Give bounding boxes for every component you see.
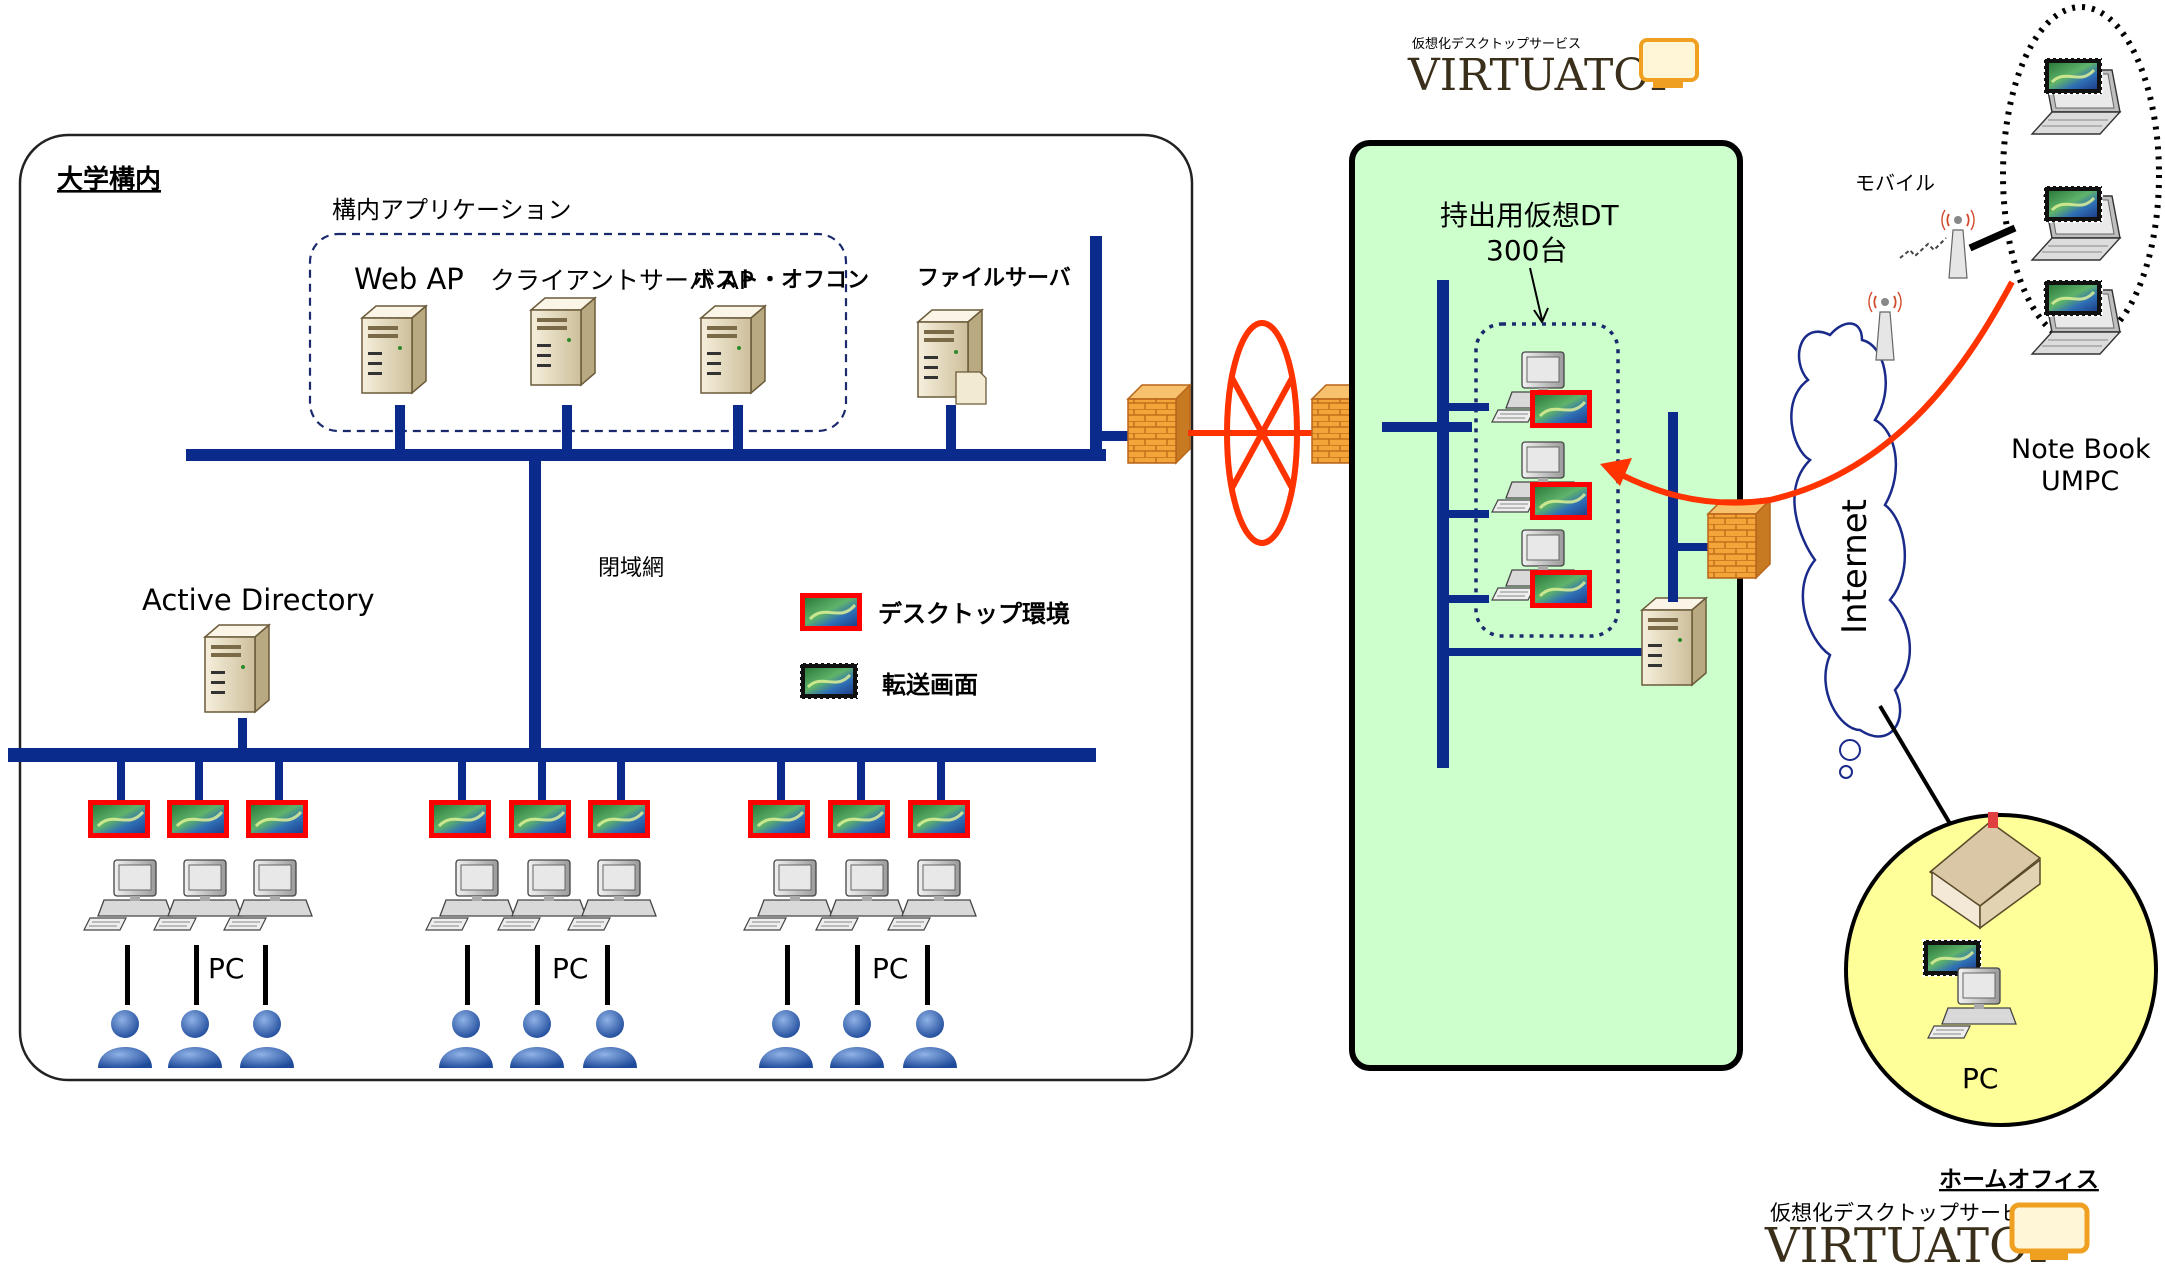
app-group-label: 構内アプリケーション bbox=[332, 196, 572, 224]
vdt-label-line1: 持出用仮想DT bbox=[1440, 199, 1620, 232]
internet-cloud: Internet bbox=[1790, 322, 1911, 779]
closed-network-trunk bbox=[529, 455, 541, 755]
host-office-label: ホスト・オフコン bbox=[693, 268, 869, 293]
brand-subtitle: 仮想化デスクトップサービス bbox=[1412, 36, 1581, 52]
pc-cluster-3: PC bbox=[743, 760, 977, 1068]
web-ap-label: Web AP bbox=[354, 262, 464, 296]
pc-label: PC bbox=[208, 952, 244, 985]
vdt-label-line2: 300台 bbox=[1486, 234, 1567, 267]
legend: デスクトップ環境 転送画面 bbox=[798, 591, 1070, 701]
home-pc-label: PC bbox=[1962, 1062, 1998, 1095]
wireless-signal-icon bbox=[1899, 237, 1947, 259]
virtual-desktop-2-screen bbox=[1528, 480, 1594, 522]
brand-name: VIRTUATOP bbox=[1407, 50, 1679, 101]
legend-transfer-screen-label: 転送画面 bbox=[882, 671, 978, 699]
active-directory-label: Active Directory bbox=[142, 583, 375, 617]
internet-firewall-icon bbox=[1707, 499, 1771, 579]
campus-boundary bbox=[18, 133, 1194, 1082]
remote-access-arrow bbox=[1610, 280, 2015, 506]
app-group-box bbox=[308, 232, 848, 433]
legend-transfer-screen-icon bbox=[798, 661, 860, 701]
client-server-ap-label: クライアントサーバ AP bbox=[490, 266, 754, 295]
active-directory-server-icon bbox=[204, 624, 270, 713]
mobile-label: モバイル bbox=[1855, 171, 1935, 195]
brand-subtitle: 仮想化デスクトップサービス bbox=[1770, 1201, 2043, 1225]
brand-logo-bottom: 仮想化デスクトップサービス VIRTUATOP bbox=[1764, 1201, 2090, 1266]
pc-cluster-2: PC bbox=[425, 760, 657, 1068]
closed-circuit-icon bbox=[1224, 320, 1300, 546]
uplink-to-firewall bbox=[1100, 431, 1146, 441]
legend-desktop-env-label: デスクトップ環境 bbox=[878, 600, 1070, 628]
datacenter-vertical-lan bbox=[1437, 280, 1449, 768]
notebook-label-line1: Note Book bbox=[2011, 434, 2151, 465]
home-link bbox=[1878, 704, 1957, 834]
file-server-icon bbox=[917, 309, 987, 405]
house-icon bbox=[1928, 812, 2042, 930]
campus-title: 大学構内 bbox=[57, 164, 161, 195]
internet-label: Internet bbox=[1835, 499, 1875, 634]
home-office-label: ホームオフィス bbox=[1939, 1167, 2099, 1193]
transfer-screen-icon bbox=[2042, 278, 2104, 318]
host-office-server-icon bbox=[700, 305, 766, 394]
upper-vertical-link bbox=[1090, 236, 1102, 459]
lower-backbone bbox=[8, 748, 1096, 762]
closed-network-label: 閉域網 bbox=[598, 556, 664, 581]
client-server-ap-server-icon bbox=[530, 297, 596, 386]
transfer-screen-icon bbox=[2042, 56, 2104, 96]
home-office-circle bbox=[1844, 813, 2158, 1127]
virtual-desktop-1-screen bbox=[1528, 388, 1594, 430]
web-ap-server-icon bbox=[361, 305, 427, 394]
pc-label: PC bbox=[552, 952, 588, 985]
pc-cluster-1: PC bbox=[83, 760, 313, 1068]
pc-label: PC bbox=[872, 952, 908, 985]
notebook-group bbox=[2000, 4, 2162, 346]
antenna-icon bbox=[1941, 209, 1975, 279]
datacenter-server-icon bbox=[1641, 597, 1707, 686]
upper-backbone bbox=[186, 449, 1106, 461]
vdt-pointer-arrow bbox=[1529, 267, 1549, 325]
transfer-screen-icon bbox=[2042, 184, 2104, 224]
legend-desktop-env-icon bbox=[798, 591, 864, 633]
notebook-label-line2: UMPC bbox=[2041, 466, 2119, 497]
virtual-desktop-3-screen bbox=[1528, 568, 1594, 610]
campus-firewall-icon bbox=[1127, 384, 1191, 464]
datacenter-uplink bbox=[1382, 422, 1472, 432]
brand-logo-top: 仮想化デスクトップサービス VIRTUATOP bbox=[1407, 36, 1699, 101]
file-server-label: ファイルサーバ bbox=[917, 266, 1071, 291]
